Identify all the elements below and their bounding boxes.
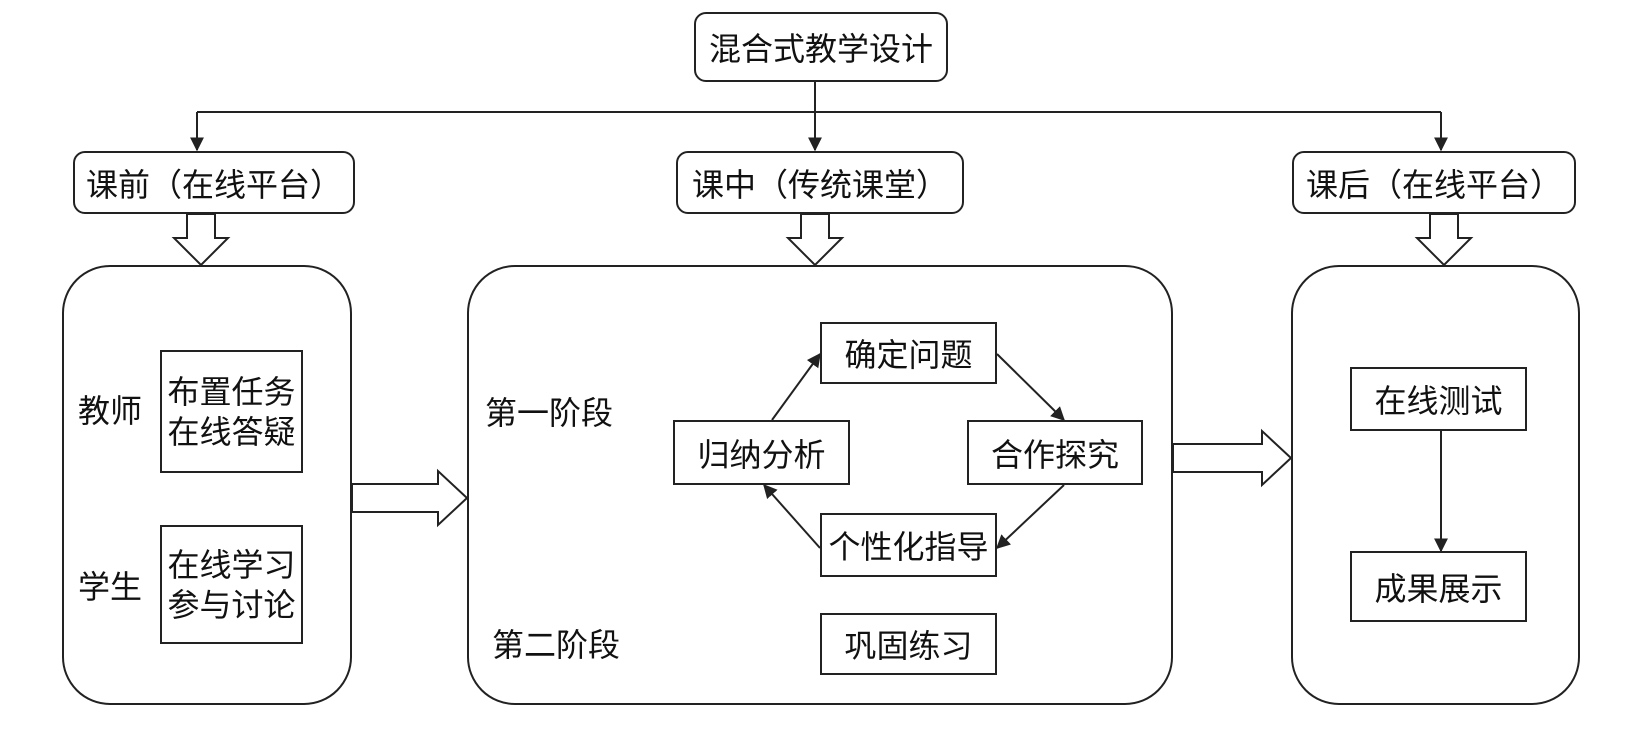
hollow-arrow-pre [171,213,231,267]
consolidation-practice: 巩固练习 [820,613,997,675]
teacher-tasks-box: 布置任务 在线答疑 [160,350,303,473]
showcase-box: 成果展示 [1350,551,1527,622]
showcase-label: 成果展示 [1374,569,1503,608]
stage-in-class: 课中（传统课堂） [676,151,964,214]
hollow-arrow-post [1414,213,1474,267]
student-task-discussion: 参与讨论 [167,585,296,624]
diagram-title: 混合式教学设计 [708,30,933,68]
cycle-personalized-guidance-label: 个性化指导 [828,528,989,566]
cycle-cooperative-inquiry-label: 合作探究 [990,435,1119,474]
post-class-panel [1291,265,1580,705]
hollow-arrow-in [785,213,845,267]
hollow-arrow-pre-to-in [351,468,469,528]
phase-two-label: 第二阶段 [492,626,621,664]
stage-in-class-label: 课中（传统课堂） [691,165,948,204]
cycle-define-problem: 确定问题 [820,322,997,384]
teacher-task-online-qa: 在线答疑 [167,412,296,451]
student-task-online-learning: 在线学习 [167,545,296,584]
cycle-summary-analysis-label: 归纳分析 [697,435,826,474]
hollow-arrow-in-to-post [1172,428,1293,488]
teacher-task-assign: 布置任务 [167,372,296,411]
cycle-arrow-right-to-bottom [995,484,1065,549]
cycle-personalized-guidance: 个性化指导 [820,513,997,577]
student-label: 学生 [78,568,143,606]
stage-post-class-label: 课后（在线平台） [1305,165,1562,204]
diagram-title-box: 混合式教学设计 [694,12,948,82]
cycle-arrow-top-to-right [996,353,1065,421]
stage-post-class: 课后（在线平台） [1292,151,1576,214]
cycle-arrow-left-to-top [771,352,821,421]
student-tasks-box: 在线学习 参与讨论 [160,525,303,644]
in-class-panel [467,265,1173,705]
phase-one-label: 第一阶段 [485,394,614,432]
cycle-define-problem-label: 确定问题 [844,336,973,374]
cycle-summary-analysis: 归纳分析 [673,420,850,485]
stage-pre-class-label: 课前（在线平台） [85,165,342,204]
stage-pre-class: 课前（在线平台） [73,151,355,214]
online-test-box: 在线测试 [1350,367,1527,431]
cycle-arrow-bottom-to-left [763,483,821,549]
cycle-cooperative-inquiry: 合作探究 [967,420,1143,485]
consolidation-practice-label: 巩固练习 [844,627,973,665]
teacher-label: 教师 [78,392,143,430]
online-test-label: 在线测试 [1374,382,1503,420]
pre-class-panel [62,265,352,705]
